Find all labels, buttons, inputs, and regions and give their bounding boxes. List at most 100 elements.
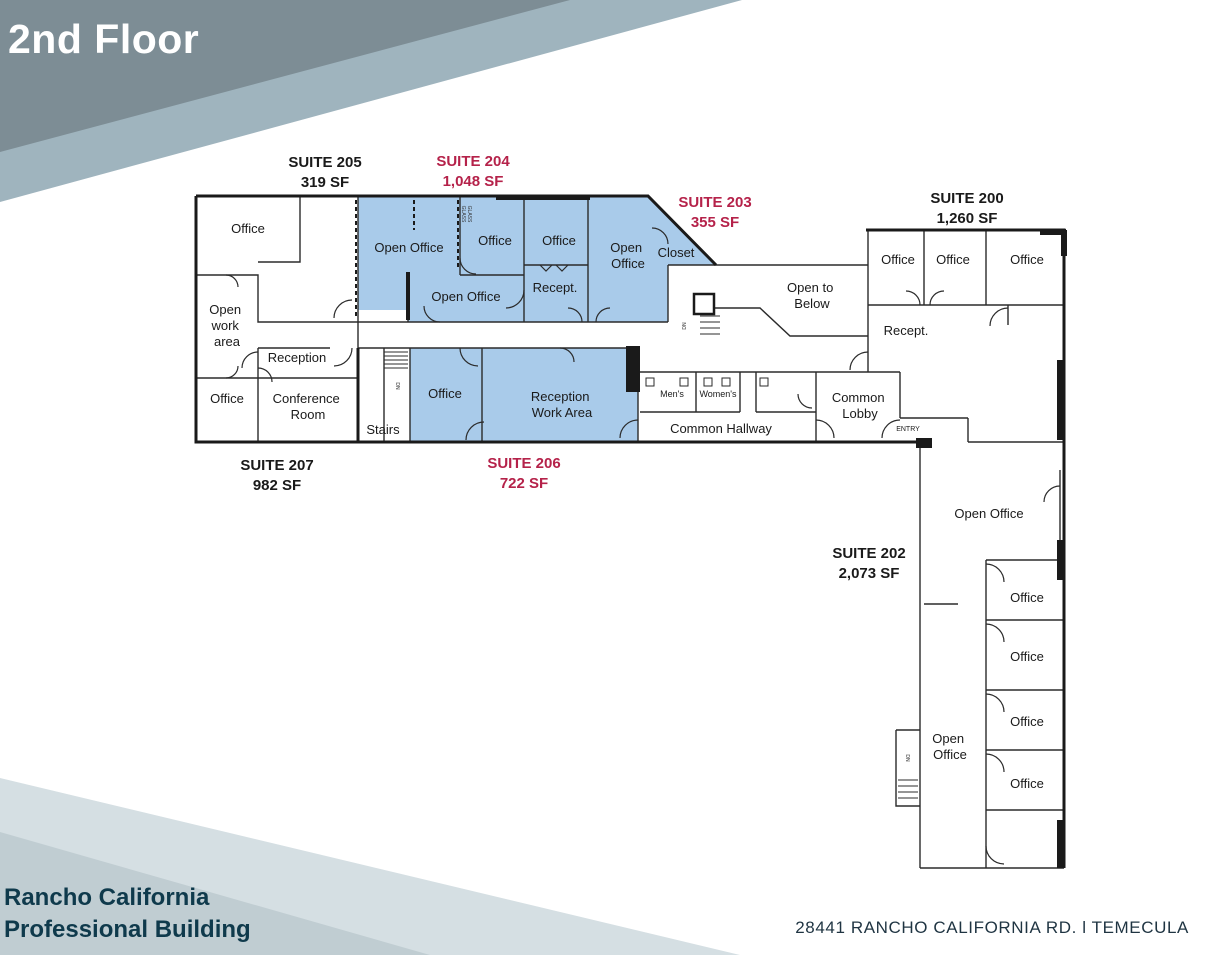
suite-name: SUITE 202 bbox=[832, 545, 906, 562]
wall bbox=[258, 197, 301, 263]
room-label-line: Office bbox=[542, 233, 576, 248]
room-label-line: Open bbox=[932, 731, 964, 746]
door-swing bbox=[459, 347, 479, 367]
room-label: Office bbox=[881, 252, 915, 267]
room-label-line: Work Area bbox=[532, 405, 593, 420]
room-label-line: Below bbox=[794, 296, 830, 311]
glass-note: GLASS bbox=[460, 206, 466, 223]
room-label-line: Room bbox=[291, 407, 326, 422]
suite-area: 2,073 SF bbox=[838, 565, 900, 582]
room-label-line: work bbox=[210, 318, 239, 333]
room-label: Office bbox=[1010, 649, 1044, 664]
room-label-line: Open bbox=[610, 240, 642, 255]
stairs-hatch bbox=[384, 292, 918, 799]
room-label-line: Office bbox=[428, 386, 462, 401]
room-label-line: Reception bbox=[531, 389, 590, 404]
suite-207-label: SUITE 207 982 SF bbox=[240, 456, 313, 496]
room-label-line: Office bbox=[881, 252, 915, 267]
room-label-line: Office bbox=[210, 391, 244, 406]
door-swing bbox=[459, 257, 477, 275]
building-address: 28441 RANCHO CALIFORNIA RD. l TEMECULA bbox=[795, 918, 1189, 937]
room-label-line: Office bbox=[1010, 649, 1044, 664]
footer-band-mid bbox=[0, 832, 430, 955]
wall-block bbox=[1040, 229, 1066, 235]
door-swing bbox=[985, 563, 1005, 583]
door-swing bbox=[555, 264, 569, 272]
room-label: Office bbox=[1010, 714, 1044, 729]
room-label: Office bbox=[1010, 252, 1044, 267]
header-banner-dark bbox=[0, 0, 570, 152]
door-swing bbox=[225, 274, 239, 288]
available-suite-fills bbox=[358, 197, 716, 442]
door-swing bbox=[225, 365, 239, 379]
suite-203-label: SUITE 203 355 SF bbox=[678, 193, 751, 233]
door-swing bbox=[881, 419, 901, 439]
wall-block bbox=[1061, 230, 1067, 256]
room-label-line: Common Hallway bbox=[670, 421, 772, 436]
wall-block bbox=[496, 195, 590, 200]
room-label: Open Office bbox=[954, 506, 1023, 521]
room-label: Open Office bbox=[431, 289, 500, 304]
room-label: Reception bbox=[268, 350, 327, 365]
door-swing bbox=[651, 227, 669, 245]
room-label: Open to Below bbox=[787, 280, 837, 311]
room-label-line: Office bbox=[1010, 714, 1044, 729]
room-label-line: Office bbox=[1010, 776, 1044, 791]
building-name-line: Rancho California bbox=[4, 884, 210, 911]
room-label: Open Office bbox=[374, 240, 443, 255]
stair-direction-note: DN bbox=[682, 322, 688, 330]
room-label: Closet bbox=[658, 245, 695, 260]
suite-name: SUITE 203 bbox=[678, 194, 752, 211]
room-label-line: area bbox=[214, 334, 241, 349]
open-to-below-rail bbox=[714, 307, 868, 337]
small-annotations: GLASS GLASS DN DN DN bbox=[394, 206, 910, 762]
room-label: ENTRY bbox=[896, 426, 920, 433]
suite-area: 319 SF bbox=[300, 174, 350, 191]
suite-area: 1,048 SF bbox=[442, 173, 504, 190]
suite-205-label: SUITE 205 319 SF bbox=[288, 153, 361, 193]
room-label: Office bbox=[478, 233, 512, 248]
building-name-line: Professional Building bbox=[4, 916, 251, 943]
room-label-line: Reception bbox=[268, 350, 327, 365]
room-label-line: Office bbox=[231, 221, 265, 236]
door-swing bbox=[539, 264, 553, 272]
room-label: Office bbox=[1010, 590, 1044, 605]
room-label: Open Office bbox=[610, 240, 645, 271]
room-label: Office bbox=[231, 221, 265, 236]
wall bbox=[194, 196, 920, 444]
room-label-line: Office bbox=[478, 233, 512, 248]
door-swing bbox=[849, 351, 869, 371]
room-label: Office bbox=[542, 233, 576, 248]
suite-area: 355 SF bbox=[690, 214, 740, 231]
door-swing bbox=[465, 421, 485, 441]
suite-area: 982 SF bbox=[252, 477, 302, 494]
room-label: Common Hallway bbox=[670, 421, 772, 436]
room-label: Common Lobby bbox=[832, 390, 888, 421]
suite-204-fill bbox=[358, 197, 588, 322]
wall-block bbox=[1057, 820, 1065, 868]
suite-202-label: SUITE 202 2,073 SF bbox=[832, 544, 905, 584]
elevator-shaft bbox=[692, 292, 716, 316]
suite-area: 722 SF bbox=[499, 475, 549, 492]
glass-walls bbox=[355, 200, 459, 318]
stair-direction-note: DN bbox=[904, 754, 910, 762]
door-swing bbox=[595, 307, 611, 323]
room-label: Reception Work Area bbox=[531, 389, 593, 420]
room-label-line: Women's bbox=[699, 389, 737, 399]
restroom-fixture bbox=[645, 377, 655, 387]
suite-203-fill bbox=[588, 197, 716, 322]
wall-block bbox=[916, 438, 932, 448]
room-label: Conference Room bbox=[273, 391, 344, 422]
room-label-line: Recept. bbox=[884, 323, 929, 338]
room-label-line: Men's bbox=[660, 389, 684, 399]
room-label-line: Conference bbox=[273, 391, 340, 406]
room-label-line: Office bbox=[933, 747, 967, 762]
room-label: Office bbox=[1010, 776, 1044, 791]
room-label-line: Open bbox=[209, 302, 241, 317]
room-label-line: Closet bbox=[658, 245, 695, 260]
door-swing bbox=[905, 290, 921, 306]
door-swing bbox=[929, 290, 945, 306]
room-label: Women's bbox=[699, 389, 737, 399]
